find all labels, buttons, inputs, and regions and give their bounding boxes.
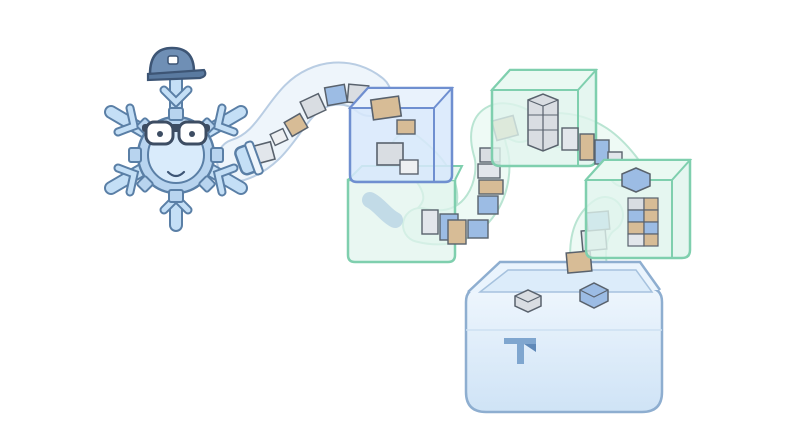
data-box bbox=[421, 209, 439, 235]
data-box bbox=[283, 112, 309, 138]
gear-icon bbox=[128, 107, 224, 203]
data-box bbox=[447, 219, 467, 245]
data-box bbox=[565, 250, 593, 274]
data-box bbox=[299, 92, 327, 120]
data-box bbox=[627, 197, 659, 247]
processing-cube bbox=[347, 86, 455, 184]
snowflake-mascot-icon bbox=[104, 46, 248, 232]
data-box bbox=[478, 179, 504, 195]
connector bbox=[234, 140, 264, 176]
data-box bbox=[323, 83, 349, 107]
goggles-icon bbox=[142, 120, 210, 146]
data-box bbox=[579, 133, 595, 161]
data-box bbox=[477, 163, 501, 179]
data-box bbox=[369, 95, 403, 121]
data-box bbox=[396, 119, 416, 135]
data-box bbox=[579, 282, 609, 309]
data-box bbox=[527, 93, 559, 152]
storage-tank bbox=[464, 260, 664, 414]
data-box bbox=[467, 219, 489, 239]
transfer-tube bbox=[216, 61, 392, 182]
data-box bbox=[376, 142, 404, 166]
data-box bbox=[621, 167, 651, 193]
data-box bbox=[514, 289, 542, 313]
tank-logo-icon bbox=[504, 338, 536, 364]
data-box bbox=[477, 195, 499, 215]
data-box bbox=[269, 127, 289, 147]
data-box bbox=[399, 159, 419, 175]
processing-cube bbox=[583, 158, 693, 260]
data-box bbox=[561, 127, 579, 151]
cap-icon bbox=[146, 46, 207, 82]
